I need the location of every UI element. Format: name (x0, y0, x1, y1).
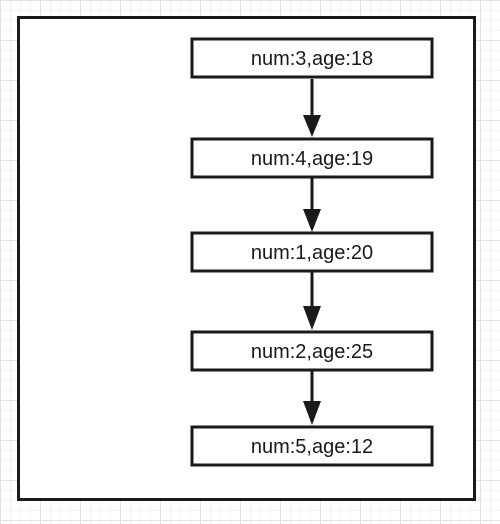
node-box: num:1,age:20 (190, 231, 434, 273)
node-box: num:4,age:19 (190, 137, 434, 179)
node-box: num:3,age:18 (190, 37, 434, 79)
node-box: num:5,age:12 (190, 425, 434, 467)
node-label: num:3,age:18 (251, 48, 373, 70)
edge-3-4 (303, 370, 321, 425)
edge-0-1 (303, 79, 321, 137)
node-label: num:5,age:12 (251, 436, 373, 458)
edge-1-2 (303, 178, 321, 232)
node-label: num:4,age:19 (251, 148, 373, 170)
node-label: num:1,age:20 (251, 242, 373, 264)
edge-2-3 (303, 272, 321, 330)
node-box: num:2,age:25 (190, 330, 434, 372)
node-label: num:2,age:25 (251, 341, 373, 363)
